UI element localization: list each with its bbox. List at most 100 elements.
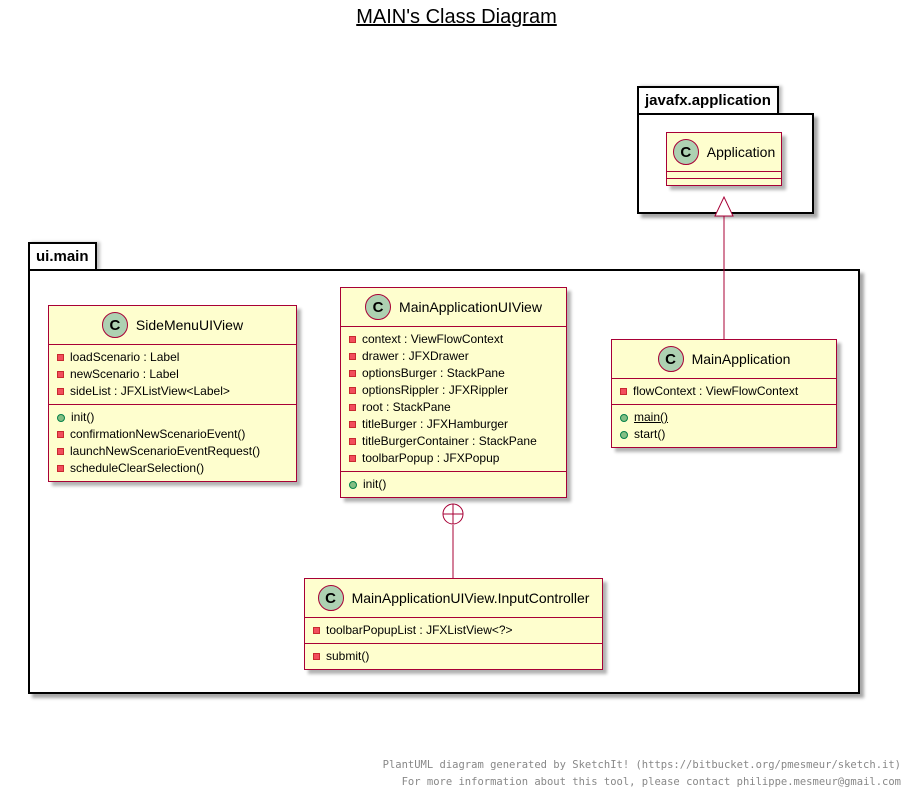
- class-spot-icon: C: [101, 312, 128, 338]
- package-tab-javafx-application: javafx.application: [637, 86, 779, 114]
- field-text: sideList : JFXListView<Label>: [70, 384, 230, 398]
- inheritance-arrowhead: [714, 195, 734, 217]
- field-text: optionsBurger : StackPane: [362, 366, 505, 380]
- class-application[interactable]: C Application: [666, 132, 782, 186]
- private-marker-icon: [620, 388, 627, 395]
- field-row: toolbarPopupList : JFXListView<?>: [313, 622, 594, 639]
- field-text: titleBurger : JFXHamburger: [362, 417, 509, 431]
- field-text: context : ViewFlowContext: [362, 332, 504, 346]
- field-text: root : StackPane: [362, 400, 451, 414]
- class-side-menu-ui-view[interactable]: C SideMenuUIView loadScenario : Label ne…: [48, 305, 297, 482]
- class-spot-icon: C: [317, 585, 344, 611]
- class-header: C MainApplicationUIView.InputController: [305, 579, 602, 618]
- private-marker-icon: [57, 431, 64, 438]
- private-marker-icon: [349, 404, 356, 411]
- private-marker-icon: [349, 438, 356, 445]
- field-row: sideList : JFXListView<Label>: [57, 383, 288, 400]
- class-header: C SideMenuUIView: [49, 306, 296, 345]
- public-marker-icon: [620, 413, 628, 422]
- method-text: scheduleClearSelection(): [70, 461, 205, 475]
- footer-line: For more information about this tool, pl…: [401, 776, 901, 788]
- class-spot-icon: C: [657, 346, 684, 372]
- method-text: launchNewScenarioEventRequest(): [70, 444, 261, 458]
- package-tab-ui-main: ui.main: [28, 242, 97, 270]
- class-main-application-ui-view[interactable]: C MainApplicationUIView context : ViewFl…: [340, 287, 567, 498]
- method-row: submit(): [313, 648, 594, 665]
- method-text: submit(): [326, 649, 370, 663]
- method-row: init(): [57, 409, 288, 426]
- fields-section: flowContext : ViewFlowContext: [612, 379, 836, 405]
- fields-section: toolbarPopupList : JFXListView<?>: [305, 618, 602, 644]
- method-text: init(): [363, 477, 387, 491]
- class-main-application[interactable]: C MainApplication flowContext : ViewFlow…: [611, 339, 837, 448]
- field-row: optionsBurger : StackPane: [349, 365, 558, 382]
- public-marker-icon: [620, 430, 628, 439]
- private-marker-icon: [313, 653, 320, 660]
- class-header: C MainApplication: [612, 340, 836, 379]
- private-marker-icon: [57, 388, 64, 395]
- class-name: SideMenuUIView: [135, 317, 244, 333]
- field-row: loadScenario : Label: [57, 349, 288, 366]
- field-text: loadScenario : Label: [70, 350, 180, 364]
- method-text-static: main(): [634, 410, 669, 424]
- field-text: toolbarPopup : JFXPopup: [362, 451, 500, 465]
- fields-section: loadScenario : Label newScenario : Label…: [49, 345, 296, 405]
- public-marker-icon: [57, 413, 65, 422]
- methods-section: [667, 179, 781, 185]
- class-header: C Application: [667, 133, 781, 172]
- class-header: C MainApplicationUIView: [341, 288, 566, 327]
- field-row: root : StackPane: [349, 399, 558, 416]
- method-row: launchNewScenarioEventRequest(): [57, 443, 288, 460]
- private-marker-icon: [57, 371, 64, 378]
- field-row: flowContext : ViewFlowContext: [620, 383, 828, 400]
- private-marker-icon: [349, 336, 356, 343]
- footer-line: PlantUML diagram generated by SketchIt! …: [382, 759, 901, 771]
- private-marker-icon: [349, 353, 356, 360]
- method-text: confirmationNewScenarioEvent(): [70, 427, 246, 441]
- private-marker-icon: [349, 387, 356, 394]
- class-spot-icon: C: [365, 294, 392, 320]
- methods-section: init() confirmationNewScenarioEvent() la…: [49, 405, 296, 481]
- method-row: start(): [620, 426, 828, 443]
- field-text: toolbarPopupList : JFXListView<?>: [326, 623, 513, 637]
- private-marker-icon: [313, 627, 320, 634]
- methods-section: init(): [341, 472, 566, 497]
- methods-section: main() start(): [612, 405, 836, 447]
- method-row: main(): [620, 409, 828, 426]
- field-row: newScenario : Label: [57, 366, 288, 383]
- class-name: MainApplication: [691, 351, 791, 367]
- field-row: optionsRippler : JFXRippler: [349, 382, 558, 399]
- methods-section: submit(): [305, 644, 602, 669]
- private-marker-icon: [57, 448, 64, 455]
- method-row: scheduleClearSelection(): [57, 460, 288, 477]
- footer: PlantUML diagram generated by SketchIt! …: [383, 757, 901, 791]
- class-input-controller[interactable]: C MainApplicationUIView.InputController …: [304, 578, 603, 670]
- method-text: start(): [634, 427, 666, 441]
- field-text: optionsRippler : JFXRippler: [362, 383, 509, 397]
- method-row: init(): [349, 476, 558, 493]
- private-marker-icon: [349, 421, 356, 428]
- field-row: context : ViewFlowContext: [349, 331, 558, 348]
- public-marker-icon: [349, 480, 357, 489]
- fields-section: context : ViewFlowContext drawer : JFXDr…: [341, 327, 566, 472]
- private-marker-icon: [349, 370, 356, 377]
- class-name: MainApplicationUIView.InputController: [351, 590, 590, 606]
- field-row: titleBurgerContainer : StackPane: [349, 433, 558, 450]
- field-text: flowContext : ViewFlowContext: [633, 384, 799, 398]
- package-name: ui.main: [36, 248, 89, 265]
- class-spot-icon: C: [672, 139, 699, 165]
- field-row: toolbarPopup : JFXPopup: [349, 450, 558, 467]
- class-name: Application: [706, 144, 776, 160]
- package-name: javafx.application: [645, 92, 771, 109]
- private-marker-icon: [57, 354, 64, 361]
- private-marker-icon: [57, 465, 64, 472]
- fields-section: [667, 172, 781, 179]
- field-text: newScenario : Label: [70, 367, 179, 381]
- class-name: MainApplicationUIView: [399, 299, 542, 315]
- field-row: drawer : JFXDrawer: [349, 348, 558, 365]
- diagram-title: MAIN's Class Diagram: [356, 6, 557, 28]
- field-text: titleBurgerContainer : StackPane: [362, 434, 537, 448]
- field-row: titleBurger : JFXHamburger: [349, 416, 558, 433]
- method-row: confirmationNewScenarioEvent(): [57, 426, 288, 443]
